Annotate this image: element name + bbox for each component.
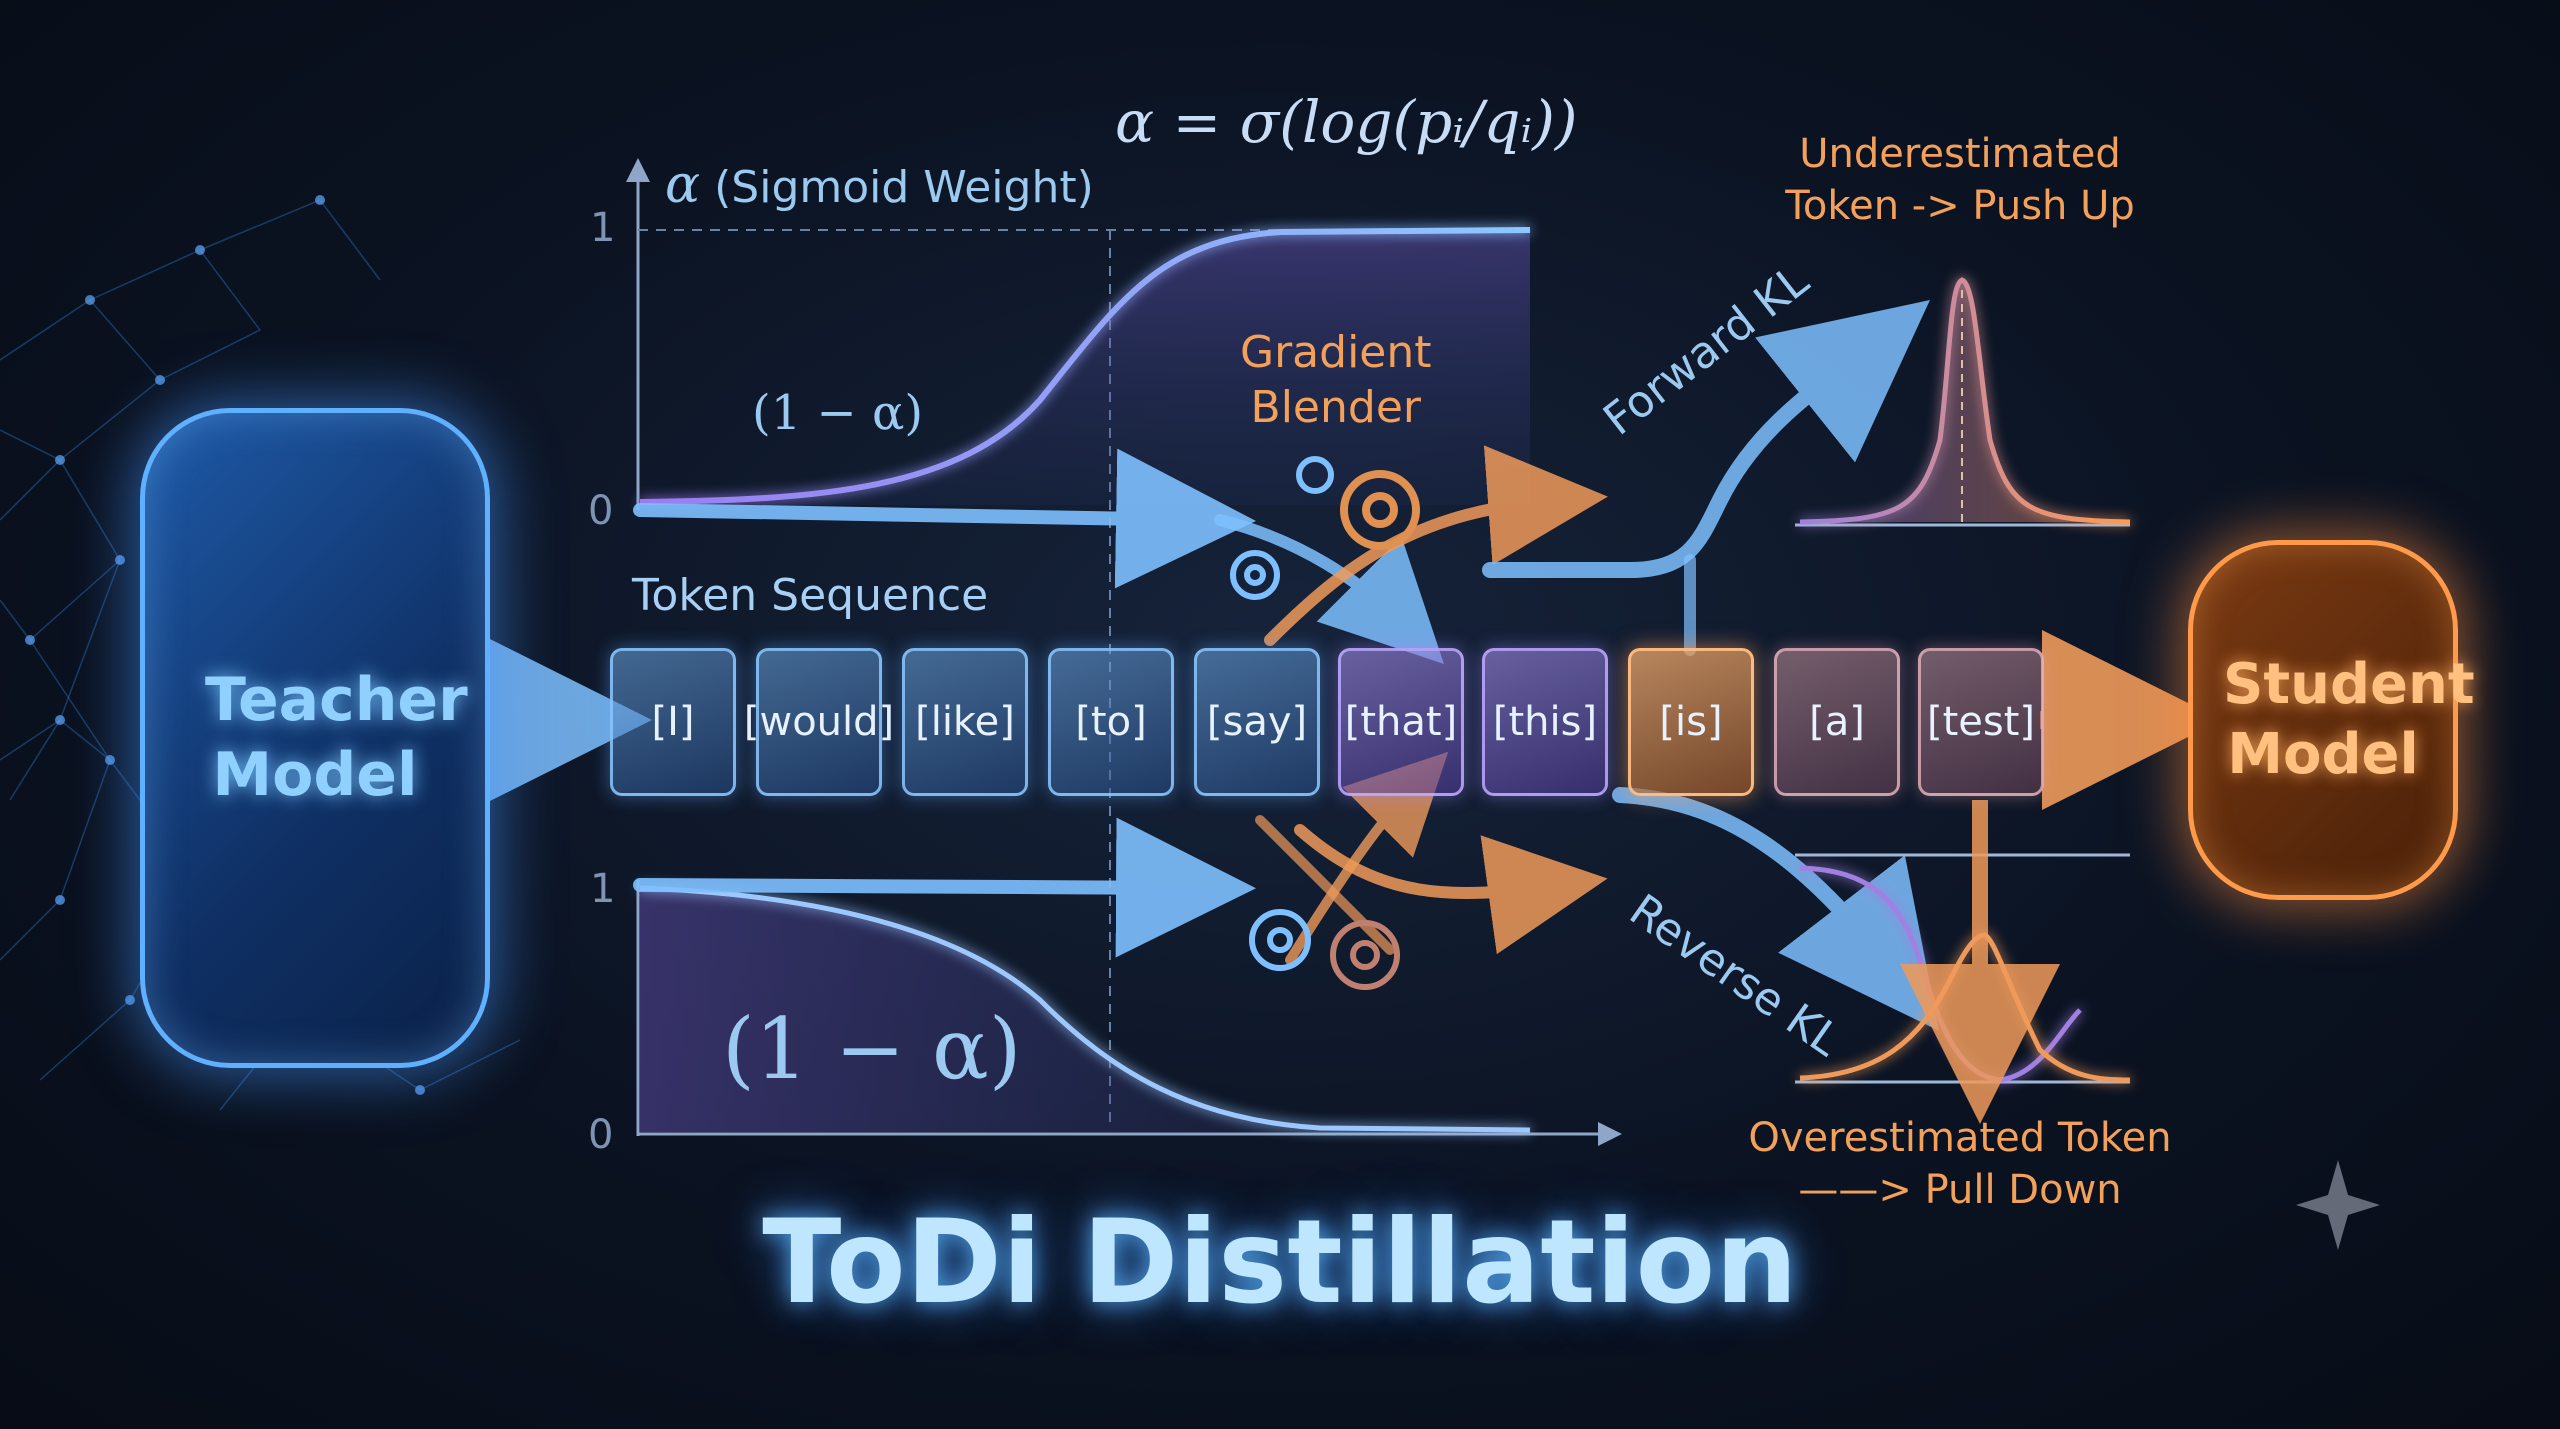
top-curve-label: (1 − α): [752, 385, 924, 441]
token-sequence-label: Token Sequence: [632, 570, 989, 621]
sigmoid-weight-label: (Sigmoid Weight): [714, 162, 1094, 213]
teacher-model-box: Teacher Model: [140, 408, 490, 1068]
token-5: [that]: [1338, 648, 1464, 796]
overestimated-line2: ——> Pull Down: [1798, 1167, 2122, 1213]
overestimated-label: Overestimated Token ——> Pull Down: [1740, 1112, 2180, 1216]
gear-icon: [1340, 470, 1420, 550]
alpha-symbol: α: [665, 155, 701, 215]
gradient-blender-line2: Blender: [1250, 382, 1421, 433]
bottom-tick-low: 0: [588, 1112, 614, 1158]
gradient-blender-line1: Gradient: [1240, 327, 1432, 378]
bottom-tick-high: 1: [590, 866, 616, 912]
top-tick-high: 1: [590, 205, 616, 251]
top-tick-low: 0: [588, 488, 614, 534]
alpha-formula: α = σ(log(pᵢ/qᵢ)): [1115, 88, 1578, 156]
token-9: [test]: [1918, 648, 2044, 796]
student-model-box: Student Model: [2188, 540, 2475, 900]
student-model-label: Student Model: [2223, 652, 2475, 787]
underestimated-label: Underestimated Token -> Push Up: [1780, 128, 2140, 232]
token-3: [to]: [1048, 648, 1174, 796]
token-6: [this]: [1482, 648, 1608, 796]
token-2: [like]: [902, 648, 1028, 796]
token-7: [is]: [1628, 648, 1754, 796]
gear-icon: [1330, 920, 1400, 990]
sparkle-icon: [2296, 1160, 2380, 1250]
token-0: [I]: [610, 648, 736, 796]
token-1: [would]: [744, 648, 894, 796]
teacher-model-label: Teacher Model: [205, 665, 468, 810]
underestimated-line1: Underestimated: [1799, 131, 2121, 177]
token-8: [a]: [1774, 648, 1900, 796]
reverse-distribution: [1795, 800, 2131, 1124]
top-axis-label: α (Sigmoid Weight): [665, 155, 1094, 215]
underestimated-line2: Token -> Push Up: [1785, 183, 2135, 229]
overestimated-line1: Overestimated Token: [1748, 1115, 2172, 1161]
bottom-plot: [636, 880, 1622, 1146]
gradient-blender-label: Gradient Blender: [1240, 325, 1432, 435]
page-title: ToDi Distillation: [762, 1195, 1798, 1330]
token-4: [say]: [1194, 648, 1320, 796]
gear-icon: [1230, 456, 1334, 971]
forward-distribution: [1795, 277, 2131, 527]
bottom-curve-label: (1 − α): [722, 1000, 1022, 1098]
